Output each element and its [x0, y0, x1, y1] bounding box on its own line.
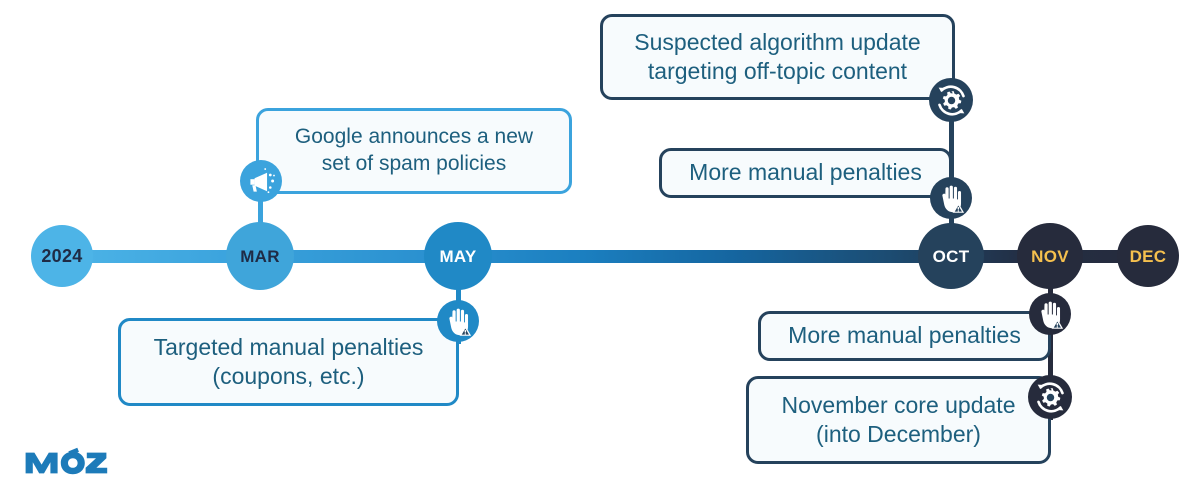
- gear-refresh-icon[interactable]: [1028, 375, 1072, 419]
- callout-spam-policies[interactable]: Google announces a new set of spam polici…: [256, 108, 572, 194]
- timeline-node-label: MAY: [439, 246, 477, 266]
- callout-text-line: (coupons, etc.): [212, 363, 365, 389]
- gear-refresh-icon[interactable]: [929, 78, 973, 122]
- callout-more-manual-penalties-nov[interactable]: More manual penalties: [758, 311, 1051, 361]
- moz-logo: [24, 446, 116, 480]
- callout-text-line: More manual penalties: [689, 159, 922, 186]
- callout-text-line: targeting off-topic content: [647, 58, 908, 84]
- callout-text-line: More manual penalties: [788, 322, 1021, 349]
- timeline-axis: [60, 250, 1150, 263]
- timeline-node-label: 2024: [41, 246, 83, 266]
- timeline-node-label: OCT: [932, 246, 970, 266]
- manual-penalty-hand-icon[interactable]: [437, 300, 479, 342]
- callout-text-line: (into December): [816, 421, 981, 447]
- timeline-node-dec[interactable]: DEC: [1117, 225, 1179, 287]
- timeline-node-label: NOV: [1031, 246, 1069, 266]
- manual-penalty-hand-icon[interactable]: [930, 177, 972, 219]
- callout-text-line: November core update: [781, 391, 1016, 418]
- timeline-node-mar[interactable]: MAR: [226, 222, 294, 290]
- callout-more-manual-penalties-oct[interactable]: More manual penalties: [659, 148, 952, 198]
- megaphone-icon[interactable]: [240, 160, 282, 202]
- callout-targeted-manual-penalties[interactable]: Targeted manual penalties (coupons, etc.): [118, 318, 459, 406]
- timeline-node-may[interactable]: MAY: [424, 222, 492, 290]
- timeline-node-oct[interactable]: OCT: [918, 223, 984, 289]
- timeline-node-label: DEC: [1129, 246, 1167, 266]
- manual-penalty-hand-icon[interactable]: [1029, 293, 1071, 335]
- timeline-node-label: MAR: [240, 246, 280, 266]
- callout-text-line: Google announces a new: [294, 125, 534, 149]
- callout-text-line: Targeted manual penalties: [153, 333, 424, 360]
- timeline-node-year[interactable]: 2024: [31, 225, 93, 287]
- callout-november-core-update[interactable]: November core update (into December): [746, 376, 1051, 464]
- timeline-node-nov[interactable]: NOV: [1017, 223, 1083, 289]
- callout-text-line: set of spam policies: [321, 152, 507, 175]
- callout-suspected-algorithm-update[interactable]: Suspected algorithm update targeting off-…: [600, 14, 955, 100]
- callout-text-line: Suspected algorithm update: [634, 28, 921, 55]
